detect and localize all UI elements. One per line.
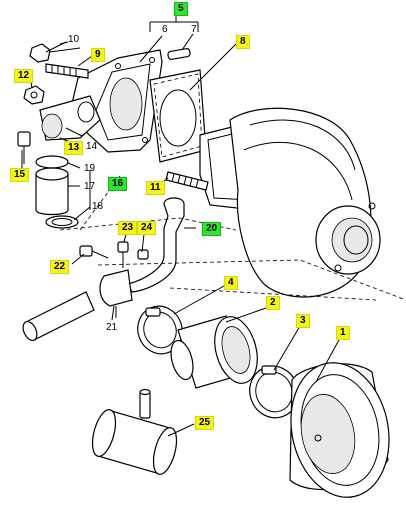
turbocharger [199, 107, 381, 298]
clamp-4 [137, 305, 183, 355]
adapter-2 [170, 315, 258, 389]
callout-3: 3 [296, 314, 310, 328]
callout-19: 19 [84, 163, 96, 174]
callout-7: 7 [191, 24, 197, 35]
callout-17: 17 [84, 181, 96, 192]
callout-9: 9 [91, 48, 105, 62]
callout-8: 8 [236, 35, 250, 49]
stud-9 [45, 63, 89, 79]
bracket-21 [99, 269, 133, 318]
callout-6: 6 [162, 24, 168, 35]
guide-line-4 [79, 175, 121, 231]
callout-12: 12 [14, 69, 34, 83]
coolant-pipe [127, 197, 185, 293]
hose-assembly [35, 155, 79, 229]
clamp-3 [249, 365, 299, 419]
nut-24 [137, 249, 149, 260]
stud-11 [165, 171, 209, 191]
callout-11: 11 [146, 181, 165, 195]
bolt-10 [29, 41, 81, 63]
callout-10: 10 [68, 34, 80, 45]
pipe-stub [22, 291, 95, 342]
callout-5: 5 [174, 2, 188, 16]
callout-23: 23 [118, 221, 138, 235]
callout-13: 13 [64, 141, 84, 155]
callout-1: 1 [336, 326, 350, 340]
gasket [149, 69, 207, 163]
guide-line-2 [59, 217, 237, 231]
callout-24: 24 [137, 221, 157, 235]
callout-16: 16 [108, 177, 128, 191]
callout-4: 4 [224, 276, 238, 290]
callout-2: 2 [266, 296, 280, 310]
callout-21: 21 [106, 322, 118, 333]
air-filter-1 [289, 362, 390, 498]
bolt-23 [117, 241, 129, 268]
callout-20: 20 [202, 222, 222, 236]
callout-14: 14 [86, 141, 98, 152]
nut-12 [23, 85, 45, 105]
coolant-housing [39, 95, 101, 141]
guide-line-3 [169, 287, 377, 301]
pipe-25 [91, 388, 178, 475]
callout-22: 22 [50, 260, 70, 274]
cover-plate [167, 48, 191, 60]
bolt-15 [17, 131, 31, 164]
callout-25: 25 [195, 416, 215, 430]
bolt-22 [79, 245, 109, 259]
callout-15: 15 [10, 168, 30, 182]
callout-18: 18 [92, 201, 104, 212]
